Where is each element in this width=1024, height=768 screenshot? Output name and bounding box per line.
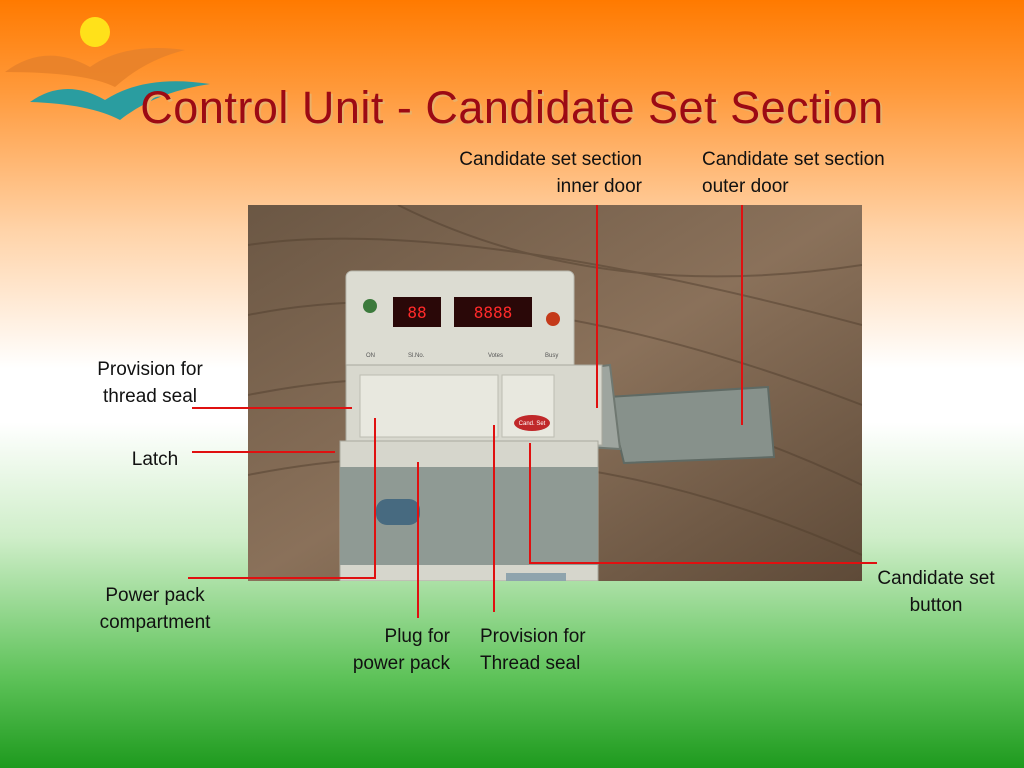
page-title: Control Unit - Candidate Set Section bbox=[140, 82, 884, 133]
label-slno: Sl.No. bbox=[408, 353, 425, 359]
label-on: ON bbox=[366, 353, 375, 359]
svg-text:8888: 8888 bbox=[474, 303, 513, 322]
callout-latch: Latch bbox=[131, 449, 179, 470]
label-votes: Votes bbox=[488, 353, 503, 359]
svg-text:88: 88 bbox=[407, 303, 426, 322]
cand-set-button-label: Cand. Set bbox=[519, 421, 546, 427]
label-busy: Busy bbox=[545, 353, 558, 359]
control-unit-photo: 88 8888 ON Sl.No. Votes Busy Cand. Set bbox=[248, 205, 862, 581]
logo-icon bbox=[5, 17, 210, 120]
